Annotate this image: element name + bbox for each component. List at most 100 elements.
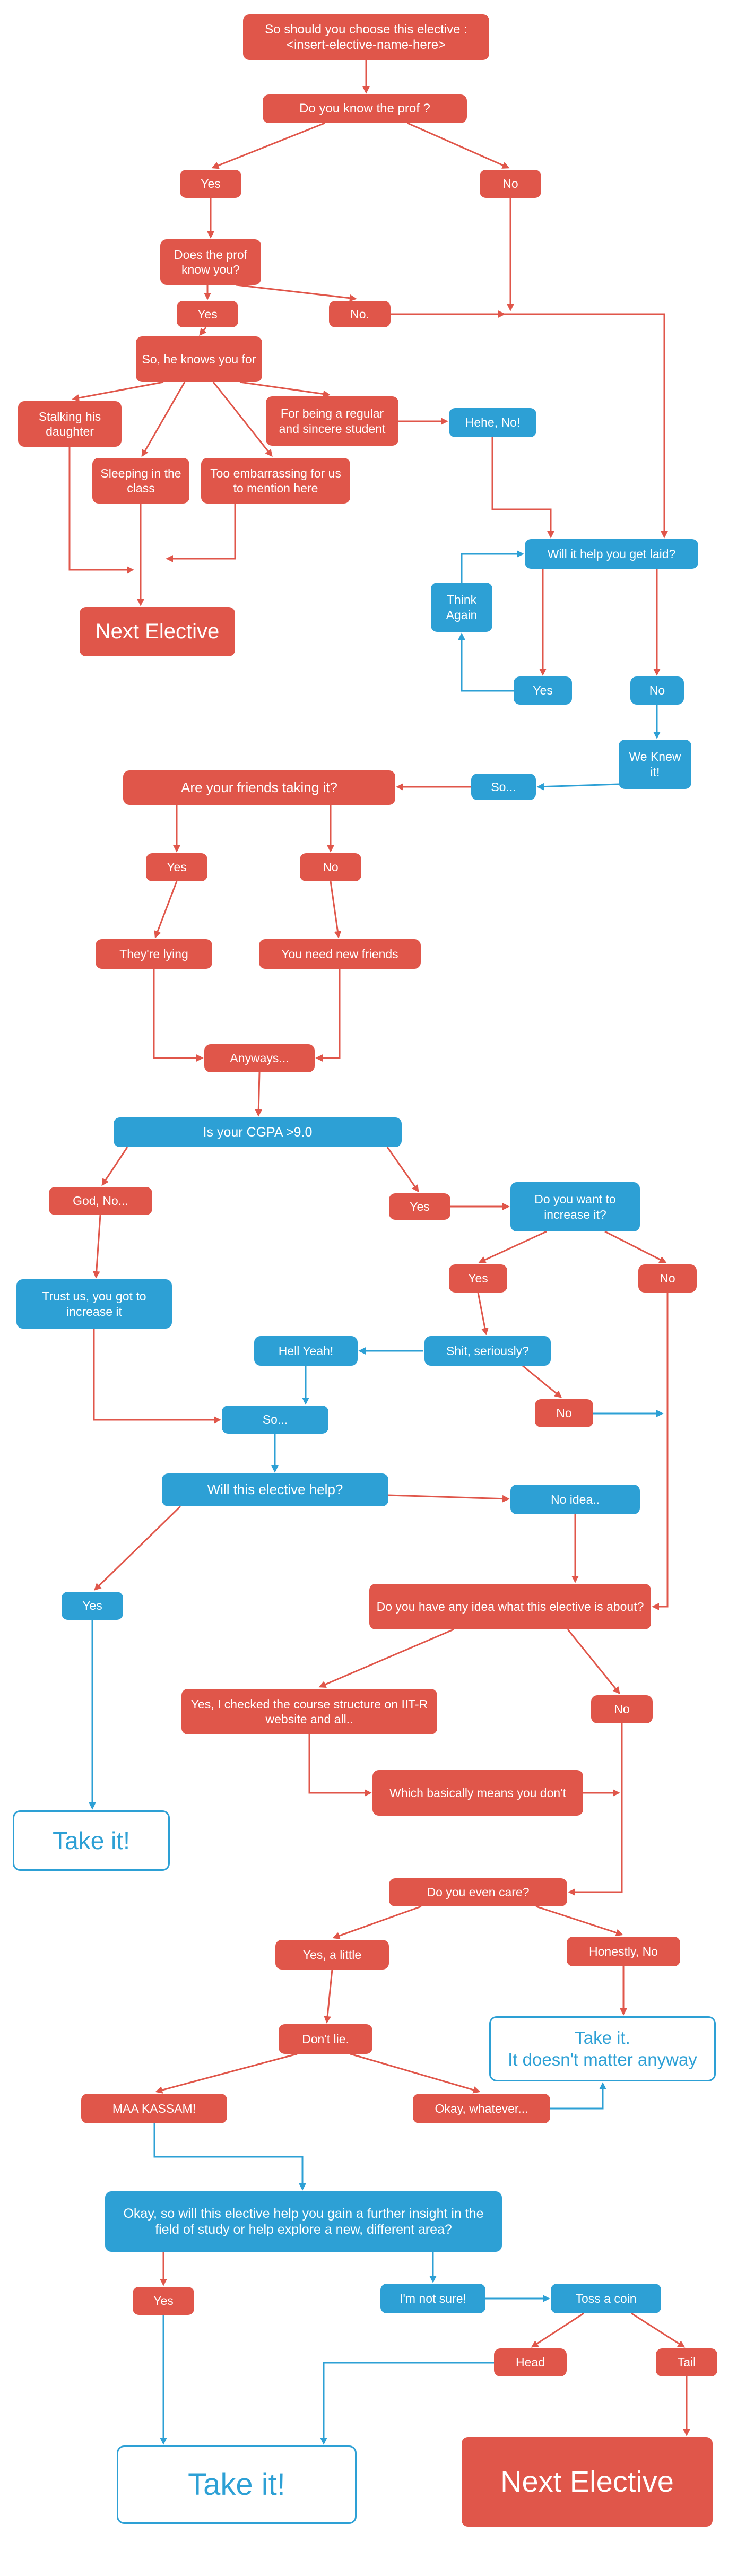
node-no2: No. <box>329 301 391 327</box>
node-no7-label: No <box>614 1702 630 1716</box>
node-know-prof-label: Do you know the prof ? <box>299 101 430 116</box>
node-so2: So... <box>222 1406 328 1434</box>
connector-any-idea-to-checked-iitr <box>318 1628 454 1688</box>
node-so1-label: So... <box>491 779 516 794</box>
node-maa-kassam: MAA KASSAM! <box>81 2094 227 2123</box>
node-stalking: Stalking his daughter <box>18 401 122 447</box>
node-hell-yeah-label: Hell Yeah! <box>278 1343 334 1358</box>
node-theyre-lying-label: They're lying <box>119 947 188 961</box>
connector-stalking-to-next-elective-1 <box>68 447 134 574</box>
node-no6-label: No <box>556 1406 572 1420</box>
connector-knows-you-for-to-embarrassing <box>212 381 273 457</box>
connector-yes2-to-knows-you-for <box>199 327 207 336</box>
node-stalking-label: Stalking his daughter <box>38 409 101 438</box>
node-trust-us: Trust us, you got to increase it <box>16 1279 172 1329</box>
node-take-it-2: Take it! <box>117 2445 357 2524</box>
node-we-knew-it-label: We Knew it! <box>629 750 681 779</box>
connector-yes-little-to-dont-lie <box>324 1969 333 2024</box>
connector-yes4-to-theyre-lying <box>154 881 178 939</box>
node-dont-lie-label: Don't lie. <box>302 2032 349 2046</box>
node-take-it-matter-label: Take it. It doesn't matter anyway <box>508 2028 697 2069</box>
node-knows-you-for: So, he knows you for <box>136 336 262 382</box>
node-knows-you-for-label: So, he knows you for <box>142 352 256 366</box>
node-checked-iitr: Yes, I checked the course structure on I… <box>181 1689 437 1734</box>
connector-trust-us-to-so2 <box>93 1329 221 1424</box>
node-increase-it: Do you want to increase it? <box>510 1182 640 1231</box>
node-head: Head <box>494 2348 567 2376</box>
node-toss-coin: Toss a coin <box>551 2284 661 2313</box>
node-take-it-2-label: Take it! <box>188 2467 285 2502</box>
node-no2-label: No. <box>350 307 369 321</box>
connector-no4-to-new-friends <box>330 881 342 939</box>
node-get-laid-label: Will it help you get laid? <box>547 547 676 561</box>
node-increase-it-label: Do you want to increase it? <box>534 1192 616 1221</box>
node-yes4: Yes <box>146 853 207 881</box>
node-no-idea-label: No idea.. <box>550 1492 600 1506</box>
connector-new-friends-to-anyways <box>315 969 341 1062</box>
node-trust-us-label: Trust us, you got to increase it <box>42 1289 146 1319</box>
node-not-sure: I'm not sure! <box>380 2284 485 2313</box>
node-think-again-label: Think Again <box>446 593 478 622</box>
connector-increase-it-to-no5 <box>604 1230 667 1263</box>
node-no-idea: No idea.. <box>510 1485 640 1514</box>
connector-no7-to-even-care <box>568 1723 623 1896</box>
connector-any-idea-to-no7 <box>567 1629 620 1695</box>
node-elective-help: Will this elective help? <box>162 1473 388 1506</box>
connector-we-knew-it-to-so1 <box>536 783 619 791</box>
node-we-knew-it: We Knew it! <box>619 740 691 789</box>
node-no5-label: No <box>660 1271 675 1286</box>
node-dont-lie: Don't lie. <box>279 2024 372 2054</box>
connector-maa-kassam-to-insight <box>153 2123 306 2191</box>
node-hell-yeah: Hell Yeah! <box>254 1336 358 1366</box>
connector-knows-you-for-to-stalking <box>72 381 164 402</box>
node-maa-kassam-label: MAA KASSAM! <box>112 2101 196 2115</box>
connector-even-care-to-honestly-no <box>535 1905 623 1937</box>
node-friends-taking: Are your friends taking it? <box>123 770 395 805</box>
node-hehe-no: Hehe, No! <box>449 408 536 437</box>
node-any-idea: Do you have any idea what this elective … <box>369 1584 651 1629</box>
node-yes5: Yes <box>389 1193 450 1220</box>
node-shit-seriously: Shit, seriously? <box>424 1336 551 1366</box>
node-shit-seriously-label: Shit, seriously? <box>446 1343 529 1358</box>
connector-cgpa-to-god-no <box>101 1147 128 1186</box>
node-yes2: Yes <box>177 301 238 327</box>
node-next-elective-1-label: Next Elective <box>95 620 220 644</box>
node-yes1-label: Yes <box>201 177 221 191</box>
node-elective-help-label: Will this elective help? <box>207 1481 343 1498</box>
node-insight-label: Okay, so will this elective help you gai… <box>123 2206 484 2237</box>
node-even-care: Do you even care? <box>389 1878 567 1906</box>
node-yes1: Yes <box>180 170 241 198</box>
node-basically: Which basically means you don't <box>372 1770 583 1816</box>
node-no3: No <box>630 676 684 705</box>
node-no6: No <box>535 1399 593 1427</box>
connector-theyre-lying-to-anyways <box>153 969 204 1062</box>
connector-dont-lie-to-maa-kassam <box>155 2053 298 2094</box>
node-yes-little-label: Yes, a little <box>302 1947 362 1962</box>
node-prof-know-you: Does the prof know you? <box>160 239 261 285</box>
node-even-care-label: Do you even care? <box>427 1885 530 1900</box>
node-next-elective-2-label: Next Elective <box>500 2465 674 2499</box>
node-honestly-no: Honestly, No <box>567 1937 680 1966</box>
node-yes8-label: Yes <box>153 2294 174 2308</box>
node-sleeping-label: Sleeping in the class <box>100 466 181 495</box>
node-embarrassing-label: Too embarrassing for us to mention here <box>210 466 341 495</box>
connector-increase-it-to-yes6 <box>478 1230 547 1263</box>
node-get-laid: Will it help you get laid? <box>525 539 698 569</box>
node-yes-little: Yes, a little <box>275 1940 389 1970</box>
node-basically-label: Which basically means you don't <box>389 1785 566 1800</box>
node-tail: Tail <box>656 2348 717 2376</box>
node-yes4-label: Yes <box>167 860 187 874</box>
connector-yes6-to-shit-seriously <box>477 1292 489 1335</box>
connector-embarrassing-to-next-elective-1 <box>166 504 236 562</box>
node-take-it-1: Take it! <box>13 1810 170 1871</box>
connector-knows-you-for-to-regular <box>239 381 331 398</box>
node-anyways-label: Anyways... <box>230 1051 289 1065</box>
node-regular-label: For being a regular and sincere student <box>279 406 386 436</box>
node-take-it-1-label: Take it! <box>53 1826 130 1854</box>
connector-elective-help-to-yes7 <box>94 1505 181 1591</box>
node-next-elective-2: Next Elective <box>462 2437 713 2527</box>
node-no1: No <box>480 170 541 198</box>
node-head-label: Head <box>516 2355 545 2370</box>
node-yes7-label: Yes <box>82 1599 102 1613</box>
node-no1-label: No <box>502 177 518 191</box>
